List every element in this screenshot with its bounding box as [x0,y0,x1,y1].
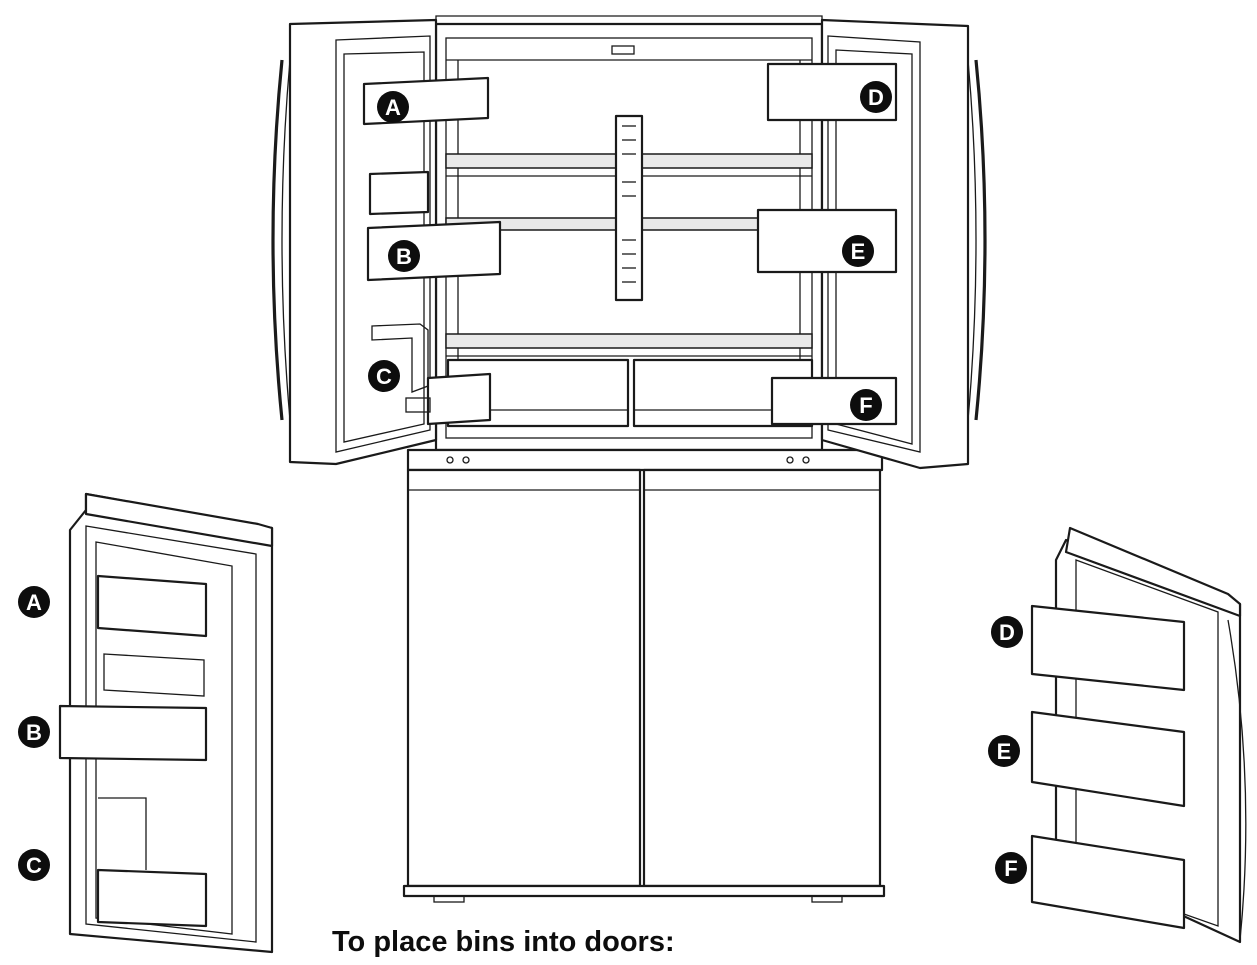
bin-badge-f-main: F [850,389,882,421]
bin-badge-b-main: B [388,240,420,272]
svg-text:B: B [396,244,412,269]
svg-text:C: C [26,853,42,878]
bin-badge-c-detail: C [18,849,50,881]
bin-badge-c-main: C [368,360,400,392]
bin-badge-e-detail: E [988,735,1020,767]
bin-badge-d-main: D [860,81,892,113]
center-air-vent [614,114,644,302]
freezer-drawers [402,468,886,903]
bin-badge-b-detail: B [18,716,50,748]
bin-badge-d-detail: D [991,616,1023,648]
svg-text:E: E [997,739,1012,764]
open-refrigerator [271,15,987,903]
bin-badge-e-main: E [842,235,874,267]
svg-text:F: F [859,393,872,418]
svg-text:E: E [851,239,866,264]
svg-text:D: D [868,85,884,110]
left-door-detail [58,492,274,954]
bin-badge-a-detail: A [18,586,50,618]
bin-badge-f-detail: F [995,852,1027,884]
svg-text:D: D [999,620,1015,645]
svg-text:F: F [1004,856,1017,881]
svg-text:C: C [376,364,392,389]
instruction-heading: To place bins into doors: [332,926,675,958]
svg-text:A: A [26,590,42,615]
svg-text:B: B [26,720,42,745]
left-door-open [271,18,502,466]
svg-text:A: A [385,95,401,120]
bin-badge-a-main: A [377,91,409,123]
right-door-detail [1030,526,1247,944]
